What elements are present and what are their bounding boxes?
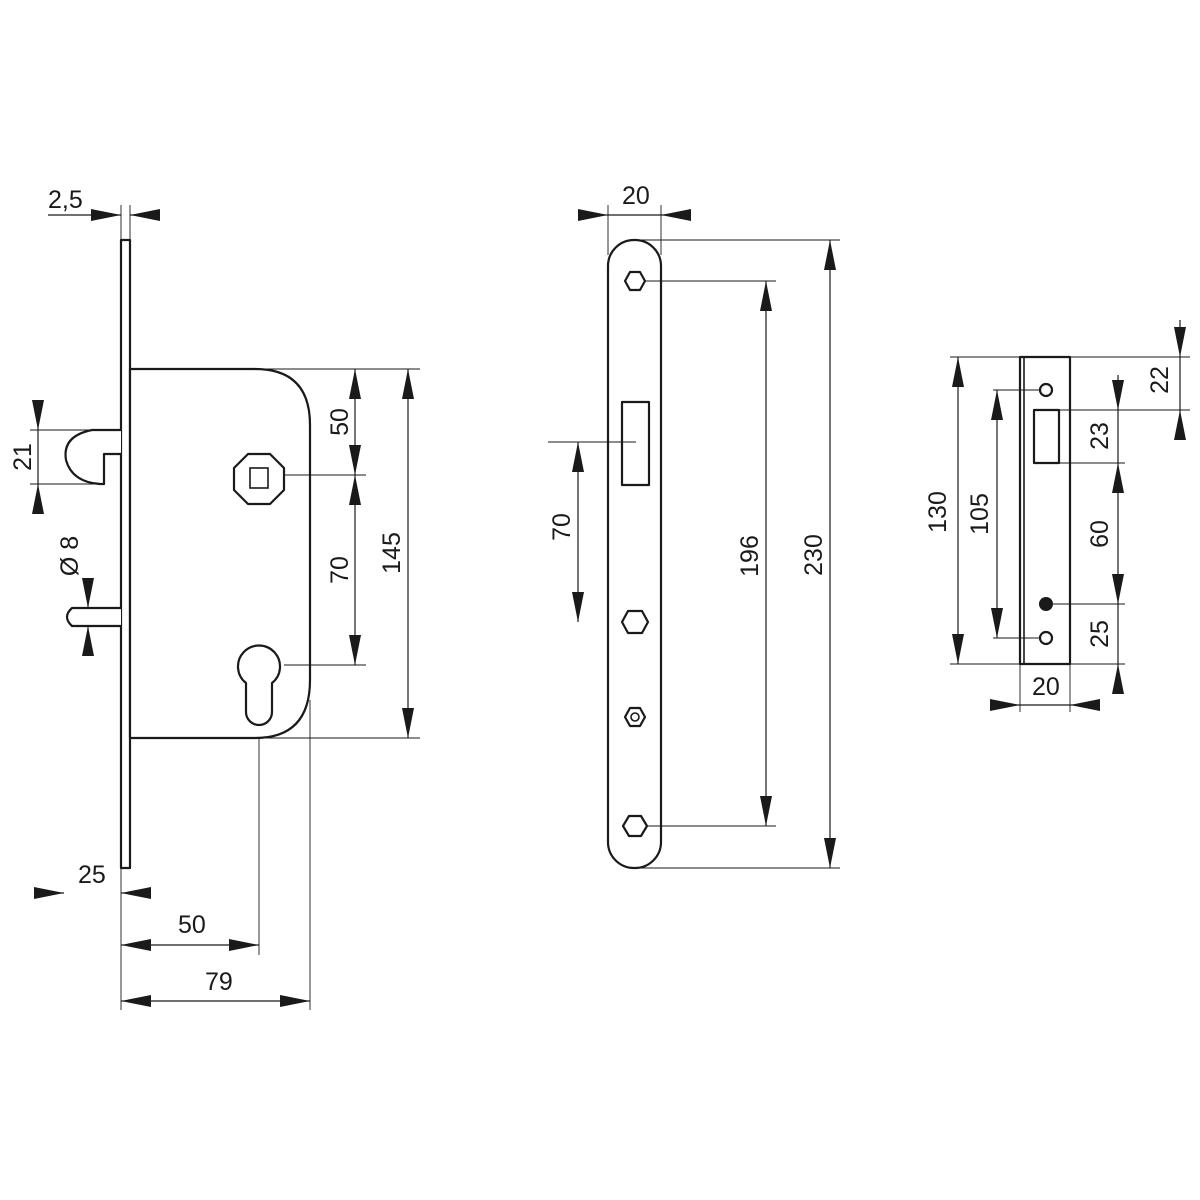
lock-case-view xyxy=(64,238,312,870)
strike-dot xyxy=(1039,597,1053,611)
faceplate-view xyxy=(606,238,663,870)
dim-faceplate-length: 230 xyxy=(800,534,828,576)
dim-screw-spacing: 196 xyxy=(736,535,764,577)
dim-backset: 50 xyxy=(178,911,206,939)
dim-top-to-spindle: 50 xyxy=(326,408,354,436)
pin-bolt xyxy=(65,606,121,628)
faceplate-dimensions: 20 70 196 230 xyxy=(548,182,840,869)
dim-strike-slot: 23 xyxy=(1086,422,1114,450)
lock-case-body xyxy=(128,367,312,740)
faceplate-hole-middle xyxy=(620,609,650,635)
strike-screw-bottom xyxy=(1038,630,1054,646)
spindle-hub xyxy=(232,452,286,506)
dim-strike-top: 22 xyxy=(1146,366,1174,394)
hook-bolt xyxy=(64,428,121,486)
strike-slot xyxy=(1032,408,1061,465)
faceplate-screw-top xyxy=(623,270,647,292)
dim-pin-diameter: Ø 8 xyxy=(56,536,84,576)
strike-dimensions: 22 23 60 25 130 105 20 xyxy=(924,320,1190,712)
dim-hook-height: 21 xyxy=(9,443,37,471)
faceplate-screw-bottom xyxy=(621,814,649,838)
strike-plate-view xyxy=(1018,355,1072,666)
strike-screw-top xyxy=(1038,382,1054,398)
dim-faceplate-thickness: 2,5 xyxy=(48,186,83,214)
cylinder-hole xyxy=(236,644,282,727)
latch-opening xyxy=(620,400,651,487)
faceplate-front xyxy=(606,238,663,870)
dim-backset-offset: 25 xyxy=(78,861,106,889)
dim-strike-lower: 25 xyxy=(1086,620,1114,648)
dim-strike-screw-spacing: 105 xyxy=(966,493,994,535)
case-dimensions: 2,5 21 Ø 8 25 50 79 50 70 xyxy=(9,186,420,1010)
faceplate-screw-middle xyxy=(623,706,647,728)
dim-case-height: 145 xyxy=(378,532,406,574)
dim-strike-height: 130 xyxy=(924,491,952,533)
dim-faceplate-width: 20 xyxy=(622,182,650,210)
strike-plate-body xyxy=(1018,355,1072,666)
dim-spindle-to-cylinder: 70 xyxy=(326,556,354,584)
dim-strike-mid: 60 xyxy=(1086,520,1114,548)
dim-faceplate-cut-height: 70 xyxy=(548,513,576,541)
dim-case-depth: 79 xyxy=(205,968,233,996)
dim-strike-width: 20 xyxy=(1032,673,1060,701)
faceplate-side xyxy=(119,238,132,870)
